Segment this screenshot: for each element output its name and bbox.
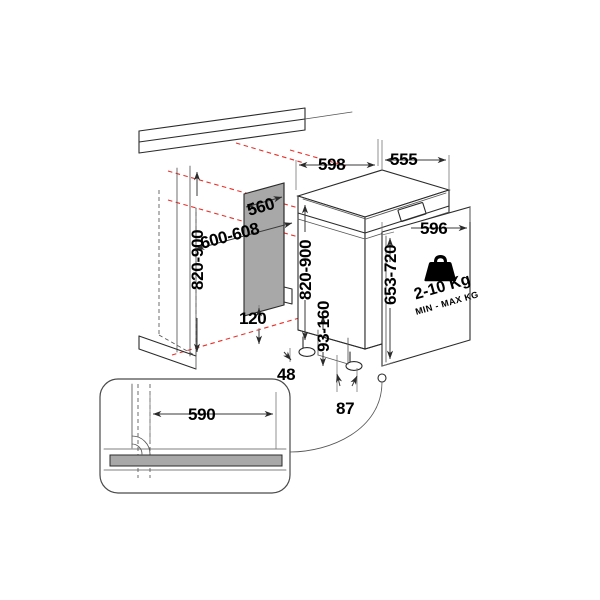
dimension-120: 120 <box>239 305 267 345</box>
door-panel-group <box>381 206 471 367</box>
dim-120-label: 120 <box>239 309 266 328</box>
dimension-555: 555 <box>381 140 450 190</box>
dimension-653-720: 653-720 <box>381 231 400 367</box>
weight-block-icon <box>424 255 457 282</box>
dimension-87: 87 <box>336 355 358 418</box>
dimension-820-900-left: 820-900 <box>188 171 207 353</box>
dim-590-label: 590 <box>188 405 215 424</box>
dimension-598: 598 <box>295 139 379 190</box>
dimension-596: 596 <box>381 207 471 238</box>
dim-93-160-label: 93-160 <box>314 301 333 352</box>
dim-87-label: 87 <box>336 399 354 418</box>
dimension-820-900-right: 820-900 <box>296 204 315 341</box>
detail-leader-group <box>289 373 387 453</box>
dimension-93-160: 93-160 <box>314 301 333 367</box>
detail-inset-group: 590 <box>99 378 291 494</box>
worktop-group <box>138 107 353 154</box>
dim-555-label: 555 <box>390 150 417 169</box>
dim-653-720-label: 653-720 <box>381 245 400 305</box>
dim-820-900-right-label: 820-900 <box>296 240 315 300</box>
dim-596-label: 596 <box>420 219 447 238</box>
dim-598-label: 598 <box>318 155 345 174</box>
dimension-48: 48 <box>277 348 296 384</box>
dim-48-label: 48 <box>277 365 295 384</box>
